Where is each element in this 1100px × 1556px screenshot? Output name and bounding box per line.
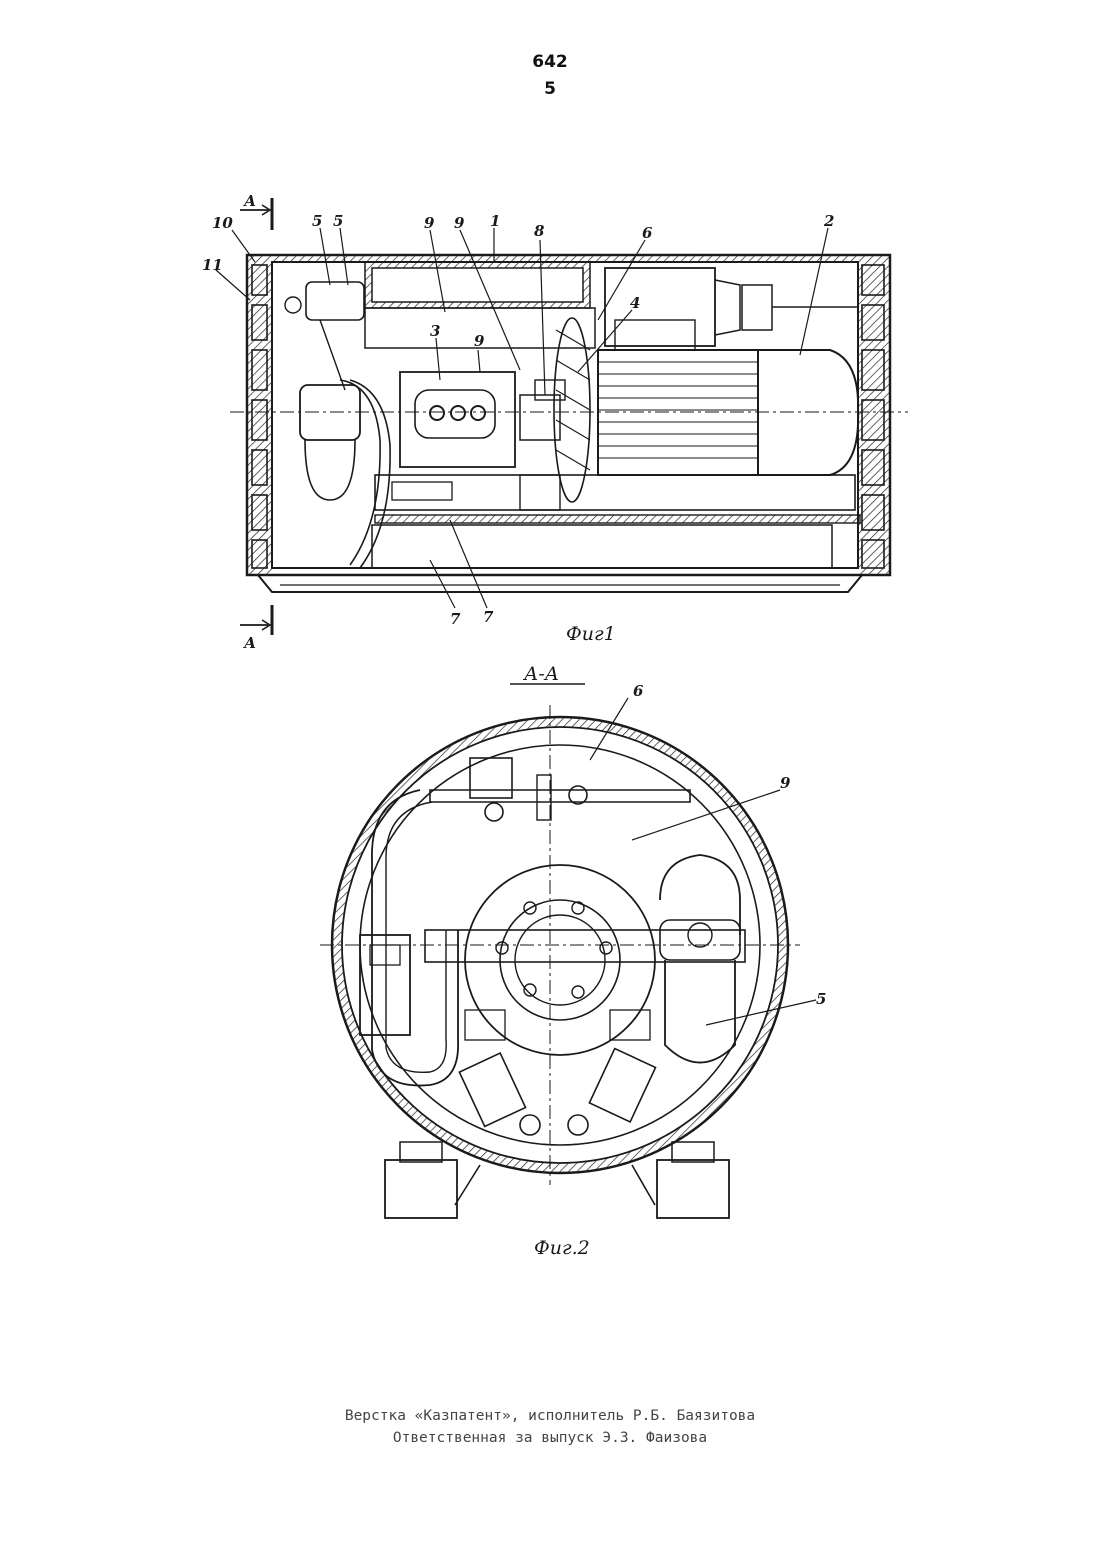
fig2-label-6: 6 (633, 682, 644, 700)
fig1-label-5b: 5 (333, 212, 343, 230)
fig1-label-7b: 7 (483, 608, 494, 626)
fig1-label-3: 3 (430, 322, 440, 340)
footer-layout-credit: Верстка «Казпатент», исполнитель Р.Б. Ба… (0, 1408, 1100, 1424)
fig1-caption: Фиг1 (566, 623, 616, 645)
fig2-caption: Фиг.2 (534, 1237, 590, 1259)
fig1-label-1: 1 (490, 212, 500, 230)
figure-1-drawing (216, 198, 908, 635)
fig1-label-6: 6 (642, 224, 653, 242)
fig2-label-9: 9 (780, 774, 791, 792)
fig1-label-10: 10 (212, 214, 233, 232)
figure-2-drawing (320, 698, 816, 1218)
fig1-label-9a: 9 (424, 214, 435, 232)
section-mark-top: А (243, 192, 256, 210)
section-mark-bottom: А (243, 634, 256, 652)
fig1-label-9b: 9 (454, 214, 465, 232)
fig1-label-4: 4 (630, 294, 640, 312)
fig1-label-8: 8 (534, 222, 545, 240)
fig2-label-5: 5 (816, 990, 826, 1008)
fig2-section-title: А-А (522, 663, 559, 685)
fig1-label-11: 11 (202, 256, 223, 274)
fig1-label-2: 2 (823, 212, 834, 230)
fig1-label-7a: 7 (450, 610, 461, 628)
fig1-label-9c: 9 (474, 332, 485, 350)
footer-responsible: Ответственная за выпуск Э.З. Фаизова (0, 1430, 1100, 1446)
fig1-label-5a: 5 (312, 212, 322, 230)
